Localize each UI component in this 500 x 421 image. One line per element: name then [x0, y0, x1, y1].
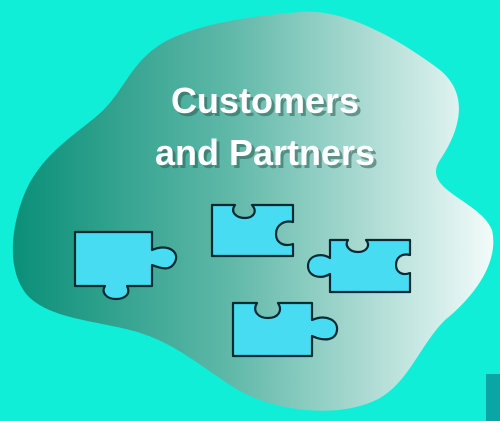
puzzle-piece-icon: [210, 203, 295, 258]
puzzle-piece-icon: [73, 230, 178, 301]
puzzle-piece-icon: [231, 301, 339, 358]
gradient-blob: [12, 11, 494, 411]
title-line-2: and Partners: [155, 132, 375, 173]
title-line-1-shadow: Customers: [174, 83, 362, 124]
title-line-1: Customers: [171, 80, 359, 121]
corner-tab: [486, 374, 500, 421]
slide-title: Customers Customers and Partners and Par…: [155, 80, 378, 176]
title-line-2-shadow: and Partners: [158, 135, 378, 176]
puzzle-piece-icon: [306, 238, 412, 294]
